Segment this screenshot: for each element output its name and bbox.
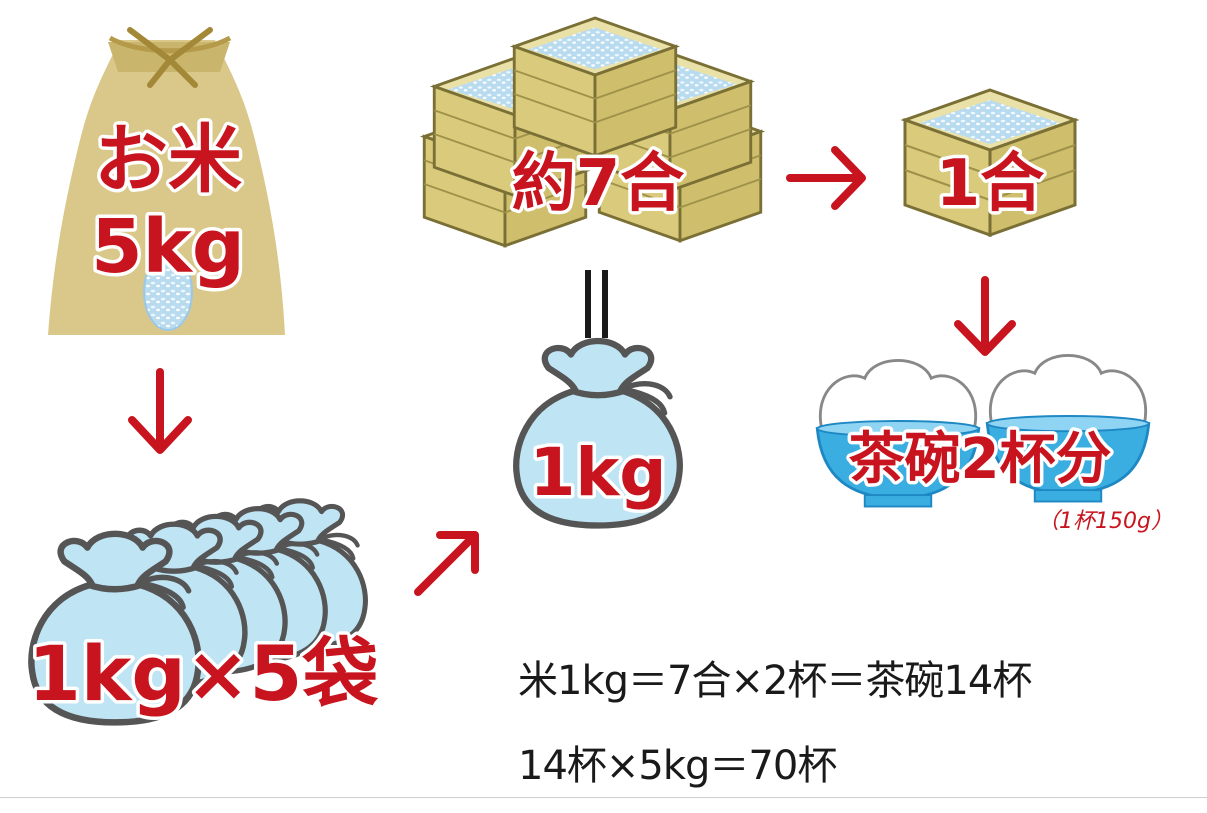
rice-sack-icon: お米 5kg [48,27,285,335]
right-arrow-icon [786,146,866,210]
equals-sign [585,270,608,338]
single-bag-label: 1kg [529,434,666,511]
up-right-arrow-icon [414,531,479,596]
single-masu-label: 1合 [936,147,1045,221]
bags-row-label: 1kg×5袋 [28,629,378,718]
down-arrow-icon [128,368,192,454]
bowls-note: （1杯150g） [1037,509,1173,534]
bowls-label: 茶碗2杯分 [849,427,1112,492]
down-arrow-right-icon [954,276,1016,356]
single-masu-icon: 1合 [903,88,1077,237]
sack-label-line1: お米 [94,117,242,203]
divider [0,797,1207,798]
masu-group-icon: 約7合 [422,16,763,248]
sack-label-line2: 5kg [91,204,245,290]
equation-line-1: 米1kg＝7合×2杯＝茶碗14杯 [518,658,1032,704]
equation-line-2: 14杯×5kg＝70杯 [518,743,837,789]
masu-group-label: 約7合 [512,147,685,221]
single-bag-icon: 1kg [516,341,680,526]
